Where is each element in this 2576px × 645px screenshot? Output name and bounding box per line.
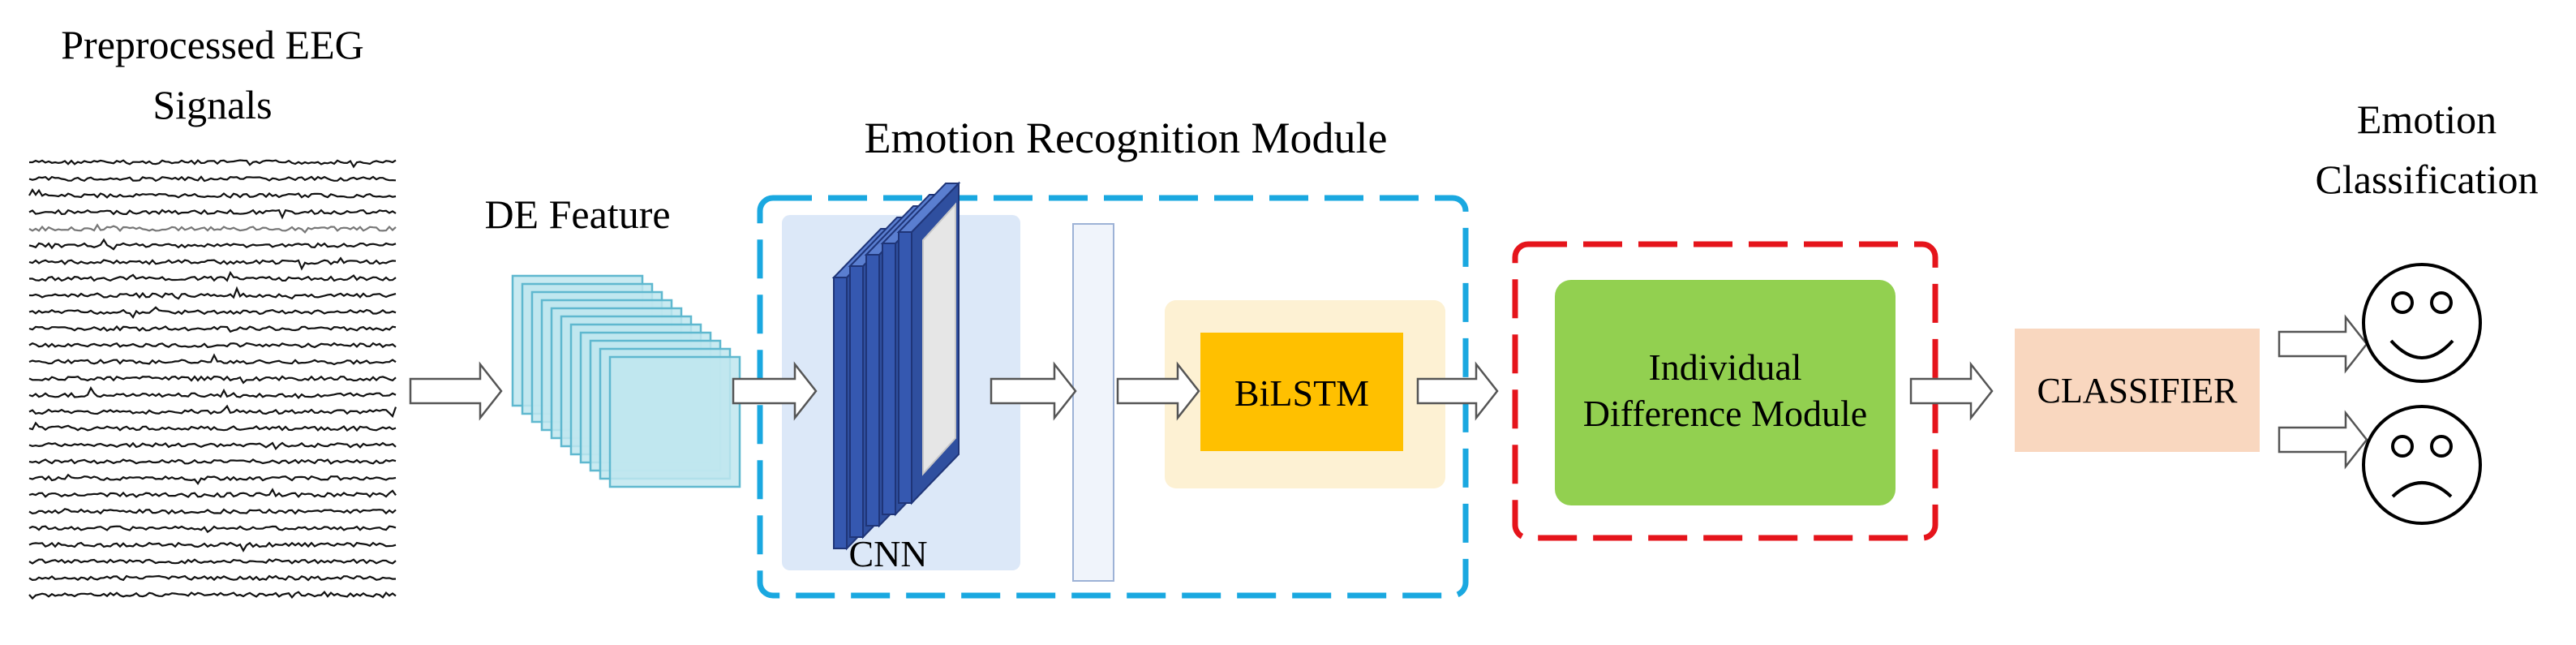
eeg-trace bbox=[28, 541, 397, 553]
eeg-trace bbox=[28, 441, 397, 451]
eeg-trace bbox=[28, 574, 397, 582]
bilstm-box bbox=[1200, 333, 1403, 451]
eeg-trace bbox=[28, 473, 397, 486]
arrow-right-icon bbox=[732, 361, 818, 421]
eeg-trace bbox=[29, 270, 397, 282]
idm-label-line2: Difference Module bbox=[1583, 393, 1867, 434]
eeg-trace bbox=[28, 375, 397, 385]
eeg-trace bbox=[28, 386, 397, 400]
eeg-trace bbox=[28, 286, 397, 300]
eeg-trace bbox=[28, 256, 397, 271]
cnn-label: CNN bbox=[848, 533, 927, 574]
idm-box bbox=[1555, 280, 1896, 505]
eeg-title-line1: Preprocessed EEG bbox=[61, 22, 364, 67]
arrow-right-icon bbox=[2278, 410, 2368, 470]
feature-stack-icon bbox=[511, 274, 741, 488]
eeg-trace bbox=[28, 175, 397, 183]
eeg-trace bbox=[28, 421, 397, 432]
dense-layer-bar bbox=[1072, 223, 1114, 582]
eeg-trace bbox=[28, 508, 397, 515]
idm-dashed-box bbox=[1512, 241, 1938, 541]
eeg-trace bbox=[28, 488, 397, 498]
cnn-layer-front bbox=[849, 265, 864, 538]
cnn-layers-icon bbox=[831, 181, 961, 551]
eeg-trace bbox=[28, 353, 397, 366]
eeg-trace bbox=[29, 159, 397, 169]
eeg-trace bbox=[28, 238, 397, 251]
ec-title-line1: Emotion bbox=[2357, 97, 2497, 142]
eeg-trace bbox=[28, 404, 397, 418]
ec-title-line2: Classification bbox=[2316, 157, 2539, 202]
eeg-trace bbox=[28, 525, 397, 534]
eeg-trace bbox=[28, 188, 397, 199]
arrow-right-icon bbox=[1909, 361, 1994, 421]
cnn-output-face bbox=[922, 202, 956, 476]
de-feature-label: DE Feature bbox=[484, 191, 670, 237]
classifier-box bbox=[2015, 329, 2260, 452]
bilstm-label: BiLSTM bbox=[1234, 372, 1369, 414]
feature-map bbox=[608, 355, 741, 488]
eeg-trace bbox=[28, 306, 397, 319]
eeg-signal-icon bbox=[28, 159, 397, 600]
arrow-right-icon bbox=[1116, 361, 1200, 421]
classifier-label: CLASSIFIER bbox=[2037, 371, 2239, 411]
eeg-trace bbox=[28, 458, 397, 465]
cnn-layer-front bbox=[865, 254, 880, 527]
erm-title: Emotion Recognition Module bbox=[865, 114, 1388, 162]
eeg-trace bbox=[28, 223, 397, 234]
eeg-trace bbox=[28, 342, 397, 349]
happy-face-icon bbox=[2362, 263, 2482, 383]
cnn-layer-front bbox=[898, 231, 912, 504]
eeg-trace bbox=[28, 558, 397, 565]
arrow-right-icon bbox=[990, 361, 1077, 421]
arrow-right-icon bbox=[1416, 361, 1499, 421]
cnn-layer-front bbox=[882, 243, 896, 515]
eeg-trace bbox=[28, 591, 397, 600]
eeg-title-line2: Signals bbox=[152, 82, 272, 127]
arrow-right-icon bbox=[2278, 314, 2368, 374]
arrow-right-icon bbox=[409, 361, 503, 421]
eeg-trace bbox=[28, 325, 397, 333]
cnn-layer-front bbox=[833, 277, 848, 549]
eeg-trace bbox=[28, 209, 397, 220]
sad-face-icon bbox=[2362, 405, 2482, 525]
idm-label-line1: Individual bbox=[1648, 346, 1801, 388]
